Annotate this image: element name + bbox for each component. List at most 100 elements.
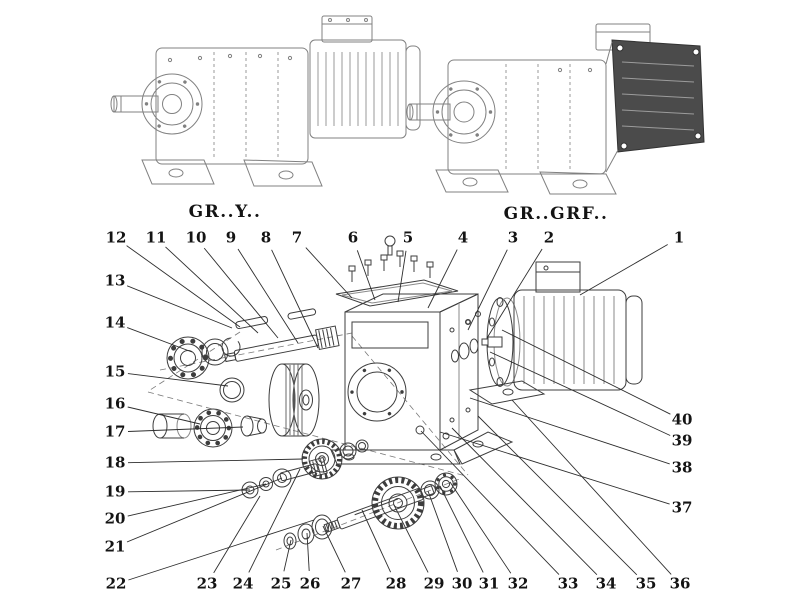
leader-line-16 — [127, 406, 201, 425]
leader-line-26 — [306, 532, 310, 572]
callout-1: 1 — [673, 228, 685, 247]
model-label-left: GR..Y.. — [188, 202, 262, 222]
callout-35: 35 — [635, 574, 657, 593]
callout-40: 40 — [671, 410, 693, 429]
leader-line-14 — [127, 327, 193, 353]
top-cover-and-bolts — [335, 235, 459, 307]
input-shaft-assembly — [166, 308, 340, 403]
callout-8: 8 — [260, 228, 272, 247]
callout-21: 21 — [104, 537, 126, 556]
leader-line-12 — [126, 245, 241, 328]
ref-right-input-shaft — [406, 103, 451, 121]
callout-30: 30 — [451, 574, 473, 593]
callout-19: 19 — [104, 482, 126, 501]
first-stage-gear-set — [152, 363, 320, 448]
callout-31: 31 — [478, 574, 500, 593]
callout-29: 29 — [423, 574, 445, 593]
leader-line-10 — [203, 247, 279, 339]
callout-18: 18 — [104, 453, 126, 472]
output-shaft-assembly — [283, 472, 458, 550]
leader-line-32 — [449, 481, 512, 574]
callout-26: 26 — [299, 574, 321, 593]
ref-left-output-shaft — [110, 95, 159, 113]
callout-20: 20 — [104, 509, 126, 528]
reference-drawing-fan-cowl — [406, 23, 705, 195]
callout-2: 2 — [543, 228, 555, 247]
callout-15: 15 — [104, 362, 126, 381]
leader-line-1 — [579, 244, 668, 296]
leader-line-18 — [127, 458, 304, 464]
leader-line-23 — [213, 495, 261, 574]
ref-right-fan-cowl — [605, 39, 705, 173]
callout-25: 25 — [270, 574, 292, 593]
leader-line-17 — [127, 426, 244, 432]
leader-line-19 — [127, 489, 251, 493]
leader-line-39 — [489, 351, 671, 436]
leader-line-2 — [486, 248, 543, 339]
leader-line-13 — [126, 285, 233, 329]
callout-4: 4 — [457, 228, 469, 247]
leader-line-27 — [322, 525, 346, 573]
callout-36: 36 — [669, 574, 691, 593]
callout-33: 33 — [557, 574, 579, 593]
gear-housing — [330, 293, 514, 465]
callout-9: 9 — [225, 228, 237, 247]
callout-27: 27 — [340, 574, 362, 593]
callout-39: 39 — [671, 431, 693, 450]
leader-line-24 — [248, 468, 301, 573]
model-label-right: GR..GRF.. — [503, 204, 609, 224]
leader-line-8 — [271, 249, 319, 349]
callout-10: 10 — [185, 228, 207, 247]
callout-5: 5 — [402, 228, 414, 247]
ref-right-housing — [432, 59, 607, 175]
leader-line-38 — [469, 397, 670, 465]
callout-17: 17 — [104, 422, 126, 441]
motor-assembly — [451, 261, 643, 405]
input-pinion-shaft — [224, 325, 340, 363]
callout-23: 23 — [196, 574, 218, 593]
callout-37: 37 — [671, 498, 693, 517]
callout-16: 16 — [104, 394, 126, 413]
callout-22: 22 — [105, 574, 127, 593]
leader-line-21 — [126, 477, 283, 543]
ref-right-feet — [435, 169, 617, 195]
leader-line-20 — [127, 483, 267, 517]
leader-line-3 — [467, 249, 508, 331]
leader-line-9 — [237, 248, 299, 344]
callout-12: 12 — [105, 228, 127, 247]
leader-line-5 — [397, 250, 407, 303]
leader-line-11 — [165, 246, 259, 334]
leader-line-35 — [477, 415, 638, 576]
callout-11: 11 — [145, 228, 167, 247]
leader-line-4 — [427, 249, 458, 309]
leader-line-7 — [305, 247, 353, 299]
callout-38: 38 — [671, 458, 693, 477]
reference-drawing-foot-mounted — [110, 15, 421, 187]
callout-34: 34 — [595, 574, 617, 593]
leader-line-25 — [283, 539, 292, 572]
callout-7: 7 — [291, 228, 303, 247]
callout-6: 6 — [347, 228, 359, 247]
callout-3: 3 — [507, 228, 519, 247]
leader-line-30 — [427, 490, 458, 572]
ref-left-feet — [141, 159, 323, 187]
leader-line-29 — [393, 504, 429, 573]
leader-line-33 — [420, 430, 560, 575]
callout-28: 28 — [385, 574, 407, 593]
leader-line-6 — [356, 250, 376, 301]
leader-line-31 — [439, 485, 484, 573]
leader-line-37 — [439, 431, 670, 505]
callout-14: 14 — [104, 313, 126, 332]
callout-32: 32 — [507, 574, 529, 593]
ref-left-motor — [309, 15, 421, 139]
leader-line-22 — [128, 519, 315, 581]
callout-24: 24 — [232, 574, 254, 593]
ref-left-housing — [141, 47, 309, 165]
leader-line-34 — [451, 427, 598, 576]
leader-line-28 — [361, 509, 392, 573]
leader-line-40 — [501, 329, 671, 415]
